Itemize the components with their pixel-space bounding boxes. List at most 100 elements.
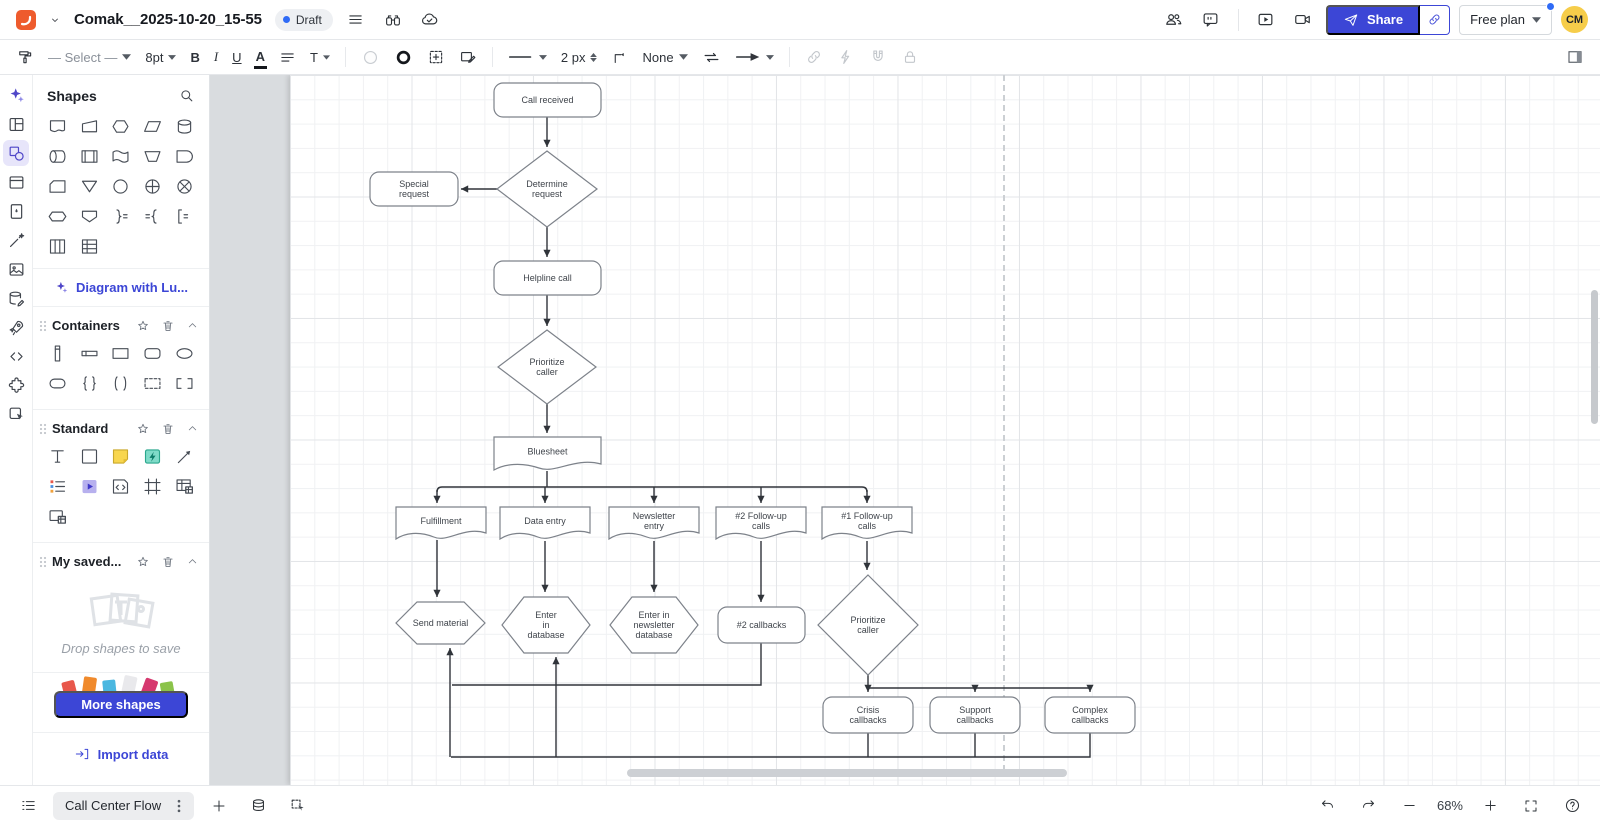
line-width-stepper[interactable]: 2 px xyxy=(555,44,604,70)
present-icon[interactable] xyxy=(1252,6,1280,34)
shape-card[interactable] xyxy=(44,173,71,200)
shape-delay[interactable] xyxy=(171,143,198,170)
shape-cylinder[interactable] xyxy=(171,113,198,140)
remove-trash-icon[interactable] xyxy=(161,422,175,436)
zoom-level[interactable]: 68% xyxy=(1436,798,1463,813)
line-endpoint-dropdown[interactable]: None xyxy=(636,44,693,70)
rail-item-code[interactable] xyxy=(3,343,29,369)
favorite-star-icon[interactable] xyxy=(136,422,150,436)
format-painter-icon[interactable] xyxy=(10,44,40,70)
remove-trash-icon[interactable] xyxy=(161,555,175,569)
connector[interactable] xyxy=(452,643,762,686)
shape-parens-pair[interactable] xyxy=(107,370,134,397)
shape-table-badge[interactable] xyxy=(171,473,198,500)
shape-frame-grid[interactable] xyxy=(139,473,166,500)
rail-item-shapes[interactable] xyxy=(3,140,29,166)
shape-trapezoid[interactable] xyxy=(139,143,166,170)
shape-brace-right[interactable] xyxy=(107,203,134,230)
avatar[interactable]: CM xyxy=(1561,6,1588,33)
undo-icon[interactable] xyxy=(1314,792,1342,820)
shape-rect-plain[interactable] xyxy=(76,443,103,470)
flowchart-node-callbacks-2[interactable]: #2 callbacks xyxy=(717,606,806,644)
collapse-chevron-icon[interactable] xyxy=(186,319,199,332)
add-page-button[interactable] xyxy=(205,792,233,820)
chevron-down-icon[interactable] xyxy=(49,14,61,26)
right-panel-toggle[interactable] xyxy=(1560,44,1590,70)
rail-item-image[interactable] xyxy=(3,256,29,282)
search-icon[interactable] xyxy=(178,87,195,104)
shape-manual-input[interactable] xyxy=(76,113,103,140)
stroke-color-button[interactable] xyxy=(388,44,419,70)
menu-icon[interactable] xyxy=(342,6,370,34)
zoom-in-button[interactable] xyxy=(1476,792,1504,820)
italic-button[interactable]: I xyxy=(213,49,219,64)
tab-menu-icon[interactable] xyxy=(169,796,189,816)
font-size-dropdown[interactable]: 8pt xyxy=(139,44,182,70)
flowchart-node-call-received[interactable]: Call received xyxy=(493,82,602,118)
shape-braces-pair[interactable] xyxy=(76,370,103,397)
help-icon[interactable] xyxy=(1558,792,1586,820)
rail-item-plugin[interactable] xyxy=(3,372,29,398)
rail-item-magic-wand[interactable] xyxy=(3,227,29,253)
flowchart-node-fulfillment[interactable]: Fulfillment xyxy=(395,506,487,541)
diagram-with-ai-link[interactable]: Diagram with Lu... xyxy=(33,268,209,307)
shape-container-horizontal[interactable] xyxy=(76,340,103,367)
shape-circle-x[interactable] xyxy=(171,173,198,200)
plan-dropdown[interactable]: Free plan xyxy=(1459,1,1555,35)
vertical-scrollbar[interactable] xyxy=(1591,290,1598,424)
shape-sticky-note[interactable] xyxy=(107,443,134,470)
select-area-icon[interactable] xyxy=(283,792,311,820)
shape-hexagon-long[interactable] xyxy=(44,203,71,230)
video-camera-icon[interactable] xyxy=(1289,6,1317,34)
comments-icon[interactable] xyxy=(1197,6,1225,34)
bold-button[interactable]: B xyxy=(190,49,200,65)
flowchart-node-data-entry[interactable]: Data entry xyxy=(499,506,591,541)
shape-oval[interactable] xyxy=(44,370,71,397)
shape-container-vertical[interactable] xyxy=(44,340,71,367)
pages-list-icon[interactable] xyxy=(14,792,42,820)
horizontal-scrollbar[interactable] xyxy=(627,769,1067,777)
redo-icon[interactable] xyxy=(1355,792,1383,820)
shape-brace-left[interactable] xyxy=(139,203,166,230)
shape-table-columns[interactable] xyxy=(44,233,71,260)
flowchart-node-send-material[interactable]: Send material xyxy=(395,601,486,645)
drag-handle-icon[interactable] xyxy=(39,423,47,435)
remove-trash-icon[interactable] xyxy=(161,319,175,333)
copy-link-button[interactable] xyxy=(1420,4,1451,35)
arrowhead-dropdown[interactable] xyxy=(729,44,780,70)
shape-hexagon[interactable] xyxy=(107,113,134,140)
fit-to-screen-icon[interactable] xyxy=(1517,792,1545,820)
collapse-chevron-icon[interactable] xyxy=(186,555,199,568)
shape-document[interactable] xyxy=(44,113,71,140)
shape-corner-frame[interactable] xyxy=(171,370,198,397)
rail-item-template[interactable] xyxy=(3,111,29,137)
shape-pentagon-down[interactable] xyxy=(76,203,103,230)
underline-button[interactable]: U xyxy=(232,49,242,65)
text-options-button[interactable]: T xyxy=(304,44,336,70)
shape-play-box[interactable] xyxy=(76,473,103,500)
rail-item-data[interactable] xyxy=(3,285,29,311)
shape-flash-box[interactable] xyxy=(139,443,166,470)
collapse-chevron-icon[interactable] xyxy=(186,422,199,435)
theme-select-dropdown[interactable]: — Select — xyxy=(42,44,137,70)
rail-item-frame[interactable] xyxy=(3,169,29,195)
import-data-link[interactable]: Import data xyxy=(33,732,209,775)
lucid-logo[interactable] xyxy=(12,6,40,34)
text-color-button[interactable]: A xyxy=(250,44,271,70)
shape-table-rows[interactable] xyxy=(76,233,103,260)
shape-parallelogram[interactable] xyxy=(139,113,166,140)
shape-dashed-rect[interactable] xyxy=(139,370,166,397)
document-title[interactable]: Comak__2025-10-20_15-55 xyxy=(74,11,262,28)
more-shapes-button[interactable]: More shapes xyxy=(54,691,188,718)
rail-item-rocket[interactable] xyxy=(3,314,29,340)
shape-rect-badge[interactable] xyxy=(44,503,71,530)
